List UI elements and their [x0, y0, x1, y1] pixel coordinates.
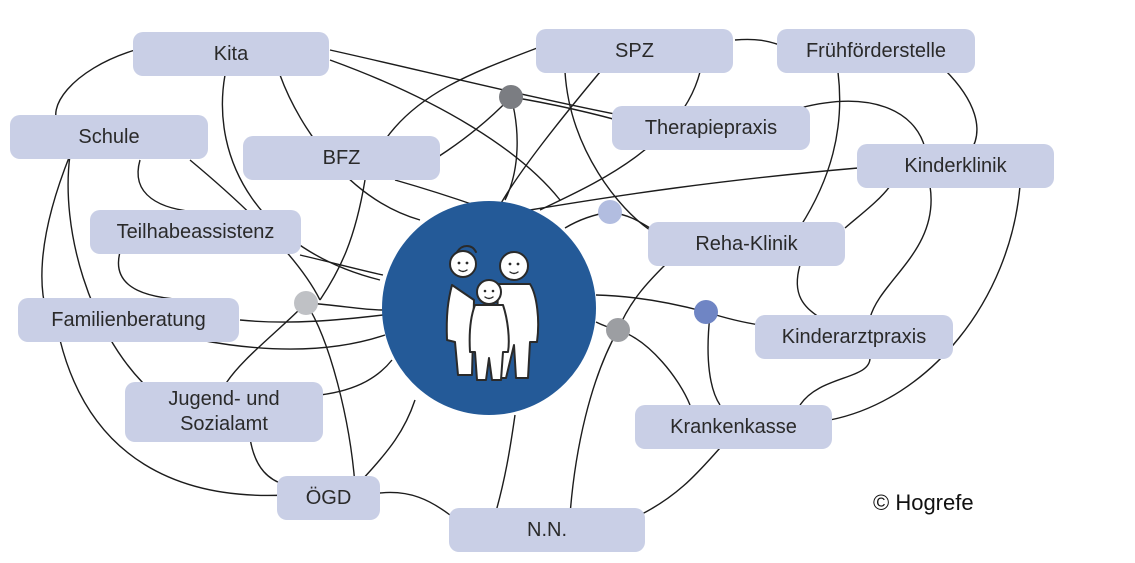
hub-dot — [598, 200, 622, 224]
hub-dot — [694, 300, 718, 324]
node-nn[interactable]: N.N. — [449, 508, 645, 552]
hub-dot — [606, 318, 630, 342]
node-label: Familienberatung — [51, 308, 206, 331]
copyright-text: © Hogrefe — [873, 490, 974, 515]
node-bfz[interactable]: BFZ — [243, 136, 440, 180]
node-label: Kinderarztpraxis — [781, 325, 927, 348]
connection-line — [869, 185, 932, 319]
connection-line — [829, 185, 1021, 421]
connection-line — [639, 447, 721, 516]
node-label: Kinderklinik — [904, 154, 1007, 177]
node-label: Teilhabeassistenz — [116, 220, 275, 243]
connection-line — [329, 49, 636, 119]
node-krankenkasse[interactable]: Krankenkasse — [635, 405, 832, 449]
node-spz[interactable]: SPZ — [536, 29, 733, 73]
node-jugend-und-sozialamt[interactable]: Jugend- und Sozialamt — [125, 382, 323, 442]
node-label: Reha-Klinik — [695, 232, 798, 255]
node-label: N.N. — [527, 518, 567, 541]
node-teilhabeassistenz[interactable]: Teilhabeassistenz — [90, 210, 301, 254]
connection-line — [494, 414, 516, 516]
node-schule[interactable]: Schule — [10, 115, 208, 159]
connection-line — [319, 179, 366, 301]
connection-line — [221, 74, 381, 281]
connection-line — [799, 357, 871, 406]
node-reha-klinik[interactable]: Reha-Klinik — [648, 222, 845, 266]
connection-line — [499, 71, 601, 206]
connection-line — [569, 329, 619, 516]
connection-line — [539, 71, 701, 211]
node-fruehfoerderstelle[interactable]: Frühförderstelle — [777, 29, 975, 73]
node-familienberatung[interactable]: Familienberatung — [18, 298, 239, 342]
connection-line — [299, 254, 384, 276]
connection-line — [844, 185, 891, 229]
connection-line — [67, 154, 146, 386]
node-kinderklinik[interactable]: Kinderklinik — [857, 144, 1054, 188]
connection-line — [239, 314, 384, 323]
connection-line — [319, 359, 393, 396]
node-label: Jugend- und Sozialamt — [168, 388, 280, 435]
connection-line — [359, 399, 416, 483]
connection-line — [379, 491, 451, 516]
connection-line — [305, 302, 356, 486]
connection-line — [199, 334, 386, 350]
connection-line — [529, 167, 859, 211]
node-label: Krankenkasse — [670, 415, 797, 438]
connection-line — [707, 314, 721, 406]
connection-line — [59, 339, 286, 497]
node-label: Frühförderstelle — [805, 39, 947, 62]
hub-dot — [499, 85, 523, 109]
node-kita[interactable]: Kita — [133, 32, 329, 76]
node-kinderarztpraxis[interactable]: Kinderarztpraxis — [755, 315, 953, 359]
hub-dot — [294, 291, 318, 315]
connection-line — [799, 71, 841, 228]
node-oegd[interactable]: ÖGD — [277, 476, 380, 520]
node-label: SPZ — [615, 39, 654, 62]
node-label: BFZ — [322, 146, 361, 169]
connection-line — [799, 100, 926, 149]
node-label: ÖGD — [305, 486, 352, 509]
node-therapiepraxis[interactable]: Therapiepraxis — [612, 106, 810, 150]
node-label: Kita — [213, 42, 249, 65]
node-label: Schule — [78, 125, 140, 148]
connection-line — [384, 44, 546, 141]
node-label: Therapiepraxis — [644, 116, 778, 139]
connection-line — [329, 59, 561, 201]
